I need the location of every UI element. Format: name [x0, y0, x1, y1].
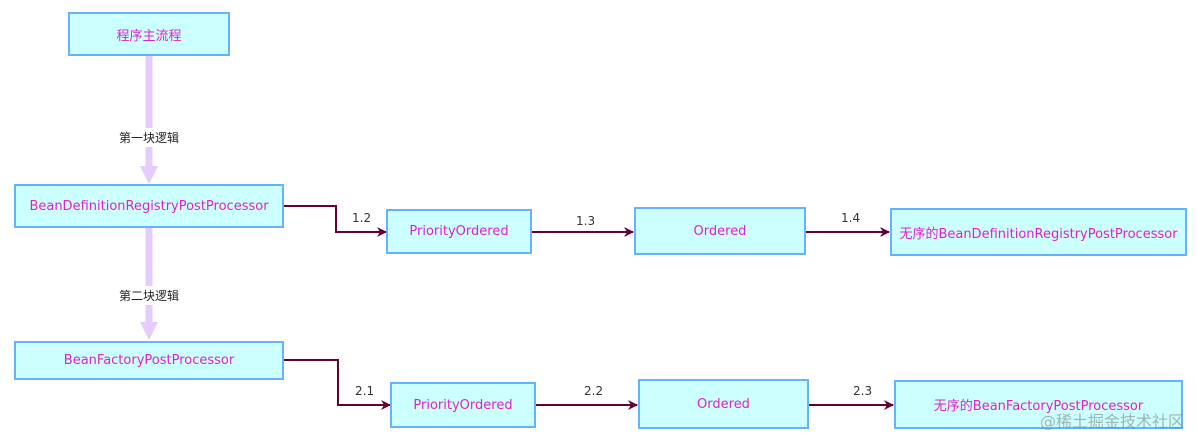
edge-label-1-3: 1.3: [576, 214, 596, 228]
flow-label-first: 第一块逻辑: [117, 128, 182, 147]
edge-2-1: [284, 359, 391, 410]
edge-1-2: [284, 205, 387, 237]
flow-label-second: 第二块逻辑: [117, 286, 182, 305]
node-priority-ordered-2[interactable]: PriorityOrdered: [390, 382, 536, 428]
node-ordered-1[interactable]: Ordered: [634, 207, 806, 255]
node-main-flow[interactable]: 程序主流程: [68, 12, 230, 56]
watermark: @稀土掘金技术社区: [1039, 412, 1184, 431]
node-ordered-2[interactable]: Ordered: [638, 379, 809, 429]
node-bean-factory-post-processor[interactable]: BeanFactoryPostProcessor: [14, 341, 284, 380]
edge-label-2-2: 2.2: [584, 384, 604, 398]
flow-arrow-first: [140, 56, 158, 184]
edge-label-1-2: 1.2: [352, 211, 372, 225]
edge-label-1-4: 1.4: [841, 211, 861, 225]
node-unordered-bfpp[interactable]: 无序的BeanFactoryPostProcessor: [894, 380, 1183, 429]
node-priority-ordered-1[interactable]: PriorityOrdered: [386, 209, 532, 254]
flow-arrow-second: [140, 228, 158, 340]
edge-label-2-3: 2.3: [853, 384, 873, 398]
node-unordered-bdrpp[interactable]: 无序的BeanDefinitionRegistryPostProcessor: [890, 208, 1187, 256]
node-bean-definition-registry-post-processor[interactable]: BeanDefinitionRegistryPostProcessor: [14, 184, 284, 228]
edge-label-2-1: 2.1: [355, 384, 375, 398]
